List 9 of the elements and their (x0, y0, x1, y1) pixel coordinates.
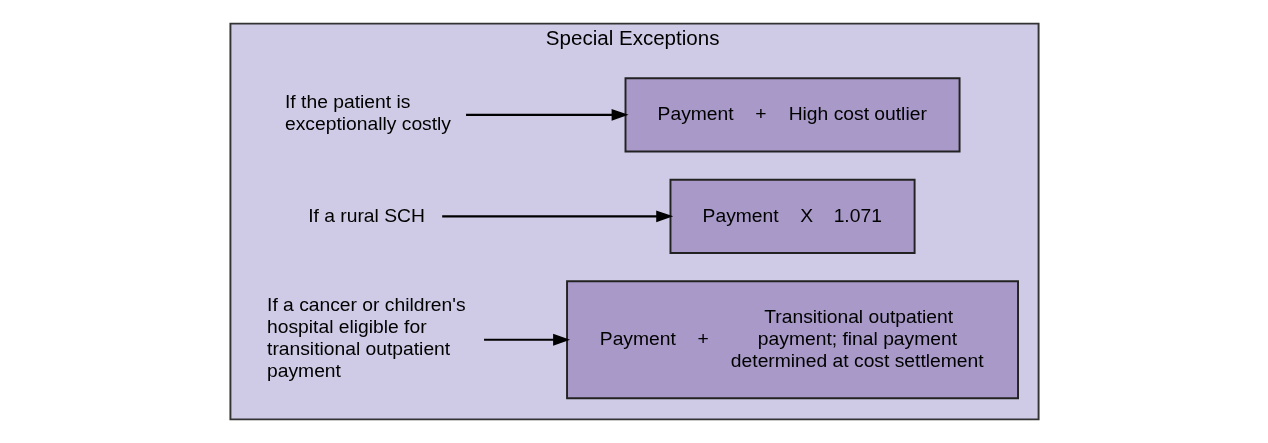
node-box: Payment + High cost outlier (624, 77, 961, 153)
arrow (465, 108, 629, 121)
arrow (483, 333, 570, 346)
node-text: If a cancer or children's hospital eligible for transitional outpatient payment (266, 294, 466, 381)
node-box: Payment + Transitional outpatient payment; final payment determined at cost settlement (565, 280, 1019, 400)
node-text: If the patient is exceptionally costly (284, 91, 451, 135)
node-text: If a rural SCH (307, 204, 425, 226)
arrow (441, 210, 673, 223)
node-box: Payment X 1.071 (669, 178, 916, 254)
